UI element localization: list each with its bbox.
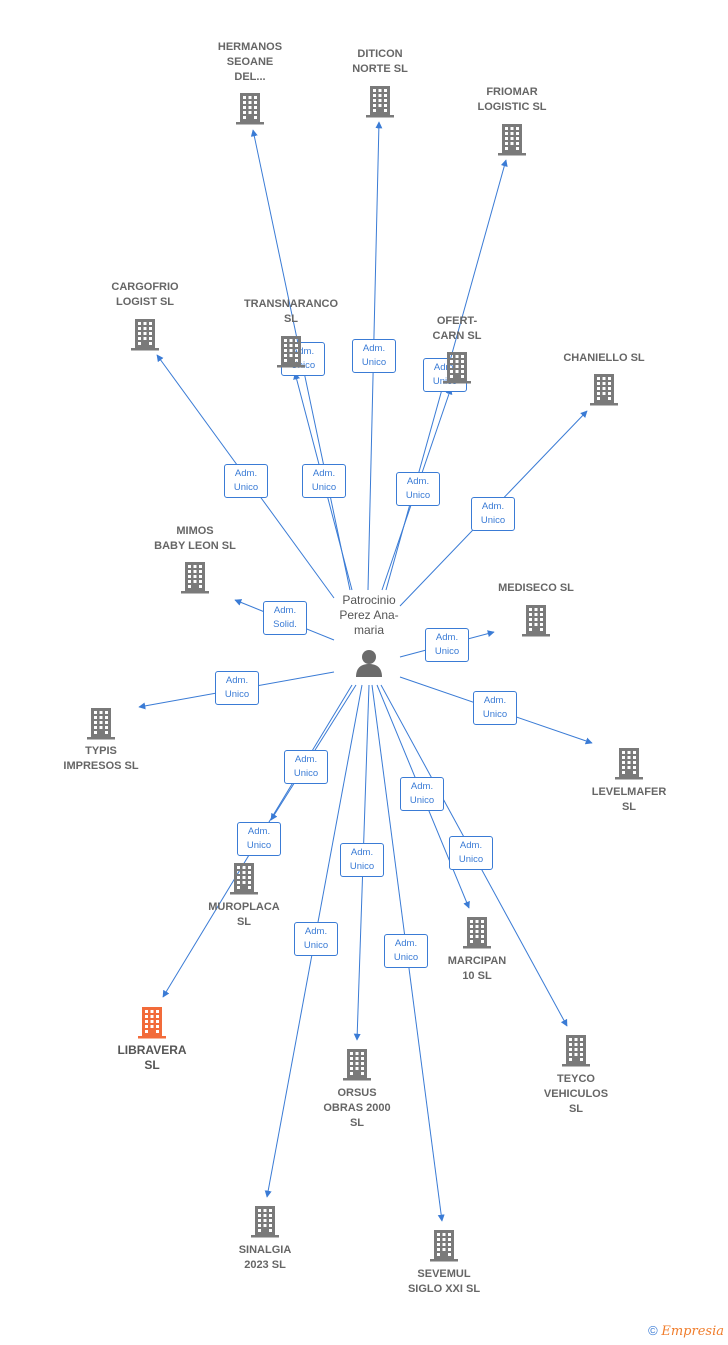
building-icon <box>181 562 209 594</box>
brand-logo[interactable]: Empresia <box>661 1324 724 1339</box>
footer-credit: © Empresia <box>648 1323 724 1339</box>
building-icon <box>522 605 550 637</box>
company-name[interactable]: OFERT- CARN SL <box>432 315 482 342</box>
relation-label-friomar[interactable]: Adm. Unico <box>396 472 440 506</box>
company-node-diticon[interactable]: DITICON NORTE SL <box>320 47 440 118</box>
person-node[interactable]: Patrocinio Perez Ana- maria <box>319 593 419 678</box>
building-icon <box>615 748 643 780</box>
company-name[interactable]: LEVELMAFER SL <box>591 786 667 813</box>
company-name[interactable]: TYPIS IMPRESOS SL <box>63 745 139 772</box>
relation-label-chaniello[interactable]: Adm. Unico <box>471 497 515 531</box>
building-icon <box>430 1230 458 1262</box>
company-node-orsus[interactable]: ORSUS OBRAS 2000 SL <box>297 1047 417 1131</box>
company-name[interactable]: SEVEMUL SIGLO XXI SL <box>407 1268 481 1295</box>
company-node-levelmafer[interactable]: LEVELMAFER SL <box>569 746 689 815</box>
company-node-chaniello[interactable]: CHANIELLO SL <box>544 351 664 406</box>
company-node-sinalgia[interactable]: SINALGIA 2023 SL <box>205 1204 325 1273</box>
company-name[interactable]: LIBRAVERA SL <box>117 1043 187 1072</box>
building-icon <box>498 124 526 156</box>
company-name[interactable]: ORSUS OBRAS 2000 SL <box>323 1087 391 1129</box>
person-name[interactable]: Patrocinio Perez Ana- maria <box>339 593 399 637</box>
company-node-sevemul[interactable]: SEVEMUL SIGLO XXI SL <box>384 1228 504 1297</box>
building-icon <box>343 1049 371 1081</box>
person-icon <box>356 650 382 677</box>
building-icon <box>277 336 305 368</box>
building-icon <box>131 319 159 351</box>
company-node-typis[interactable]: TYPIS IMPRESOS SL <box>41 706 161 774</box>
company-node-libravera[interactable]: LIBRAVERA SL <box>92 1005 212 1073</box>
copyright-symbol: © <box>648 1323 658 1338</box>
company-name[interactable]: HERMANOS SEOANE DEL... <box>217 41 283 83</box>
company-name[interactable]: TEYCO VEHICULOS SL <box>543 1073 609 1115</box>
company-name[interactable]: MIMOS BABY LEON SL <box>154 525 236 552</box>
relation-label-mediseco[interactable]: Adm. Unico <box>425 628 469 662</box>
company-node-cargofrio[interactable]: CARGOFRIO LOGIST SL <box>85 280 205 351</box>
company-name[interactable]: MEDISECO SL <box>498 582 574 594</box>
relation-label-libravera[interactable]: Adm. Unico <box>237 822 281 856</box>
building-icon <box>366 86 394 118</box>
relation-label-sevemul[interactable]: Adm. Unico <box>384 934 428 968</box>
building-icon <box>590 374 618 406</box>
company-name[interactable]: SINALGIA 2023 SL <box>238 1244 292 1271</box>
company-node-friomar[interactable]: FRIOMAR LOGISTIC SL <box>452 85 572 156</box>
relation-label-typis[interactable]: Adm. Unico <box>215 671 259 705</box>
company-node-mediseco[interactable]: MEDISECO SL <box>476 581 596 637</box>
building-icon <box>463 917 491 949</box>
building-icon <box>230 863 258 895</box>
relation-label-levelmafer[interactable]: Adm. Unico <box>473 691 517 725</box>
building-icon <box>236 93 264 125</box>
company-node-muroplaca[interactable]: MUROPLACA SL <box>184 861 304 930</box>
relation-label-mimos[interactable]: Adm. Solid. <box>263 601 307 635</box>
relation-label-sinalgia[interactable]: Adm. Unico <box>294 922 338 956</box>
company-node-mimos[interactable]: MIMOS BABY LEON SL <box>135 524 255 594</box>
relation-label-teyco[interactable]: Adm. Unico <box>449 836 493 870</box>
relation-label-cargofrio[interactable]: Adm. Unico <box>224 464 268 498</box>
building-icon <box>87 708 115 740</box>
company-node-ofert[interactable]: OFERT- CARN SL <box>397 314 517 384</box>
company-name[interactable]: CHANIELLO SL <box>563 352 645 364</box>
relation-label-muroplaca[interactable]: Adm. Unico <box>284 750 328 784</box>
company-name[interactable]: MARCIPAN 10 SL <box>447 955 507 982</box>
company-node-teyco[interactable]: TEYCO VEHICULOS SL <box>516 1033 636 1117</box>
company-name[interactable]: MUROPLACA SL <box>208 901 280 928</box>
company-name[interactable]: DITICON NORTE SL <box>352 48 408 75</box>
building-icon <box>562 1035 590 1067</box>
company-node-hermanos[interactable]: HERMANOS SEOANE DEL... <box>190 40 310 125</box>
company-node-transnaranco[interactable]: TRANSNARANCO SL <box>231 297 351 368</box>
building-icon <box>251 1206 279 1238</box>
building-icon <box>443 352 471 384</box>
relation-label-orsus[interactable]: Adm. Unico <box>340 843 384 877</box>
company-node-marcipan[interactable]: MARCIPAN 10 SL <box>417 915 537 984</box>
company-name[interactable]: FRIOMAR LOGISTIC SL <box>477 86 547 113</box>
company-name[interactable]: TRANSNARANCO SL <box>243 298 339 325</box>
company-name[interactable]: CARGOFRIO LOGIST SL <box>111 281 179 308</box>
building-icon <box>138 1007 166 1039</box>
relation-label-marcipan[interactable]: Adm. Unico <box>400 777 444 811</box>
relation-label-diticon[interactable]: Adm. Unico <box>352 339 396 373</box>
relation-label-transnaranco[interactable]: Adm. Unico <box>302 464 346 498</box>
